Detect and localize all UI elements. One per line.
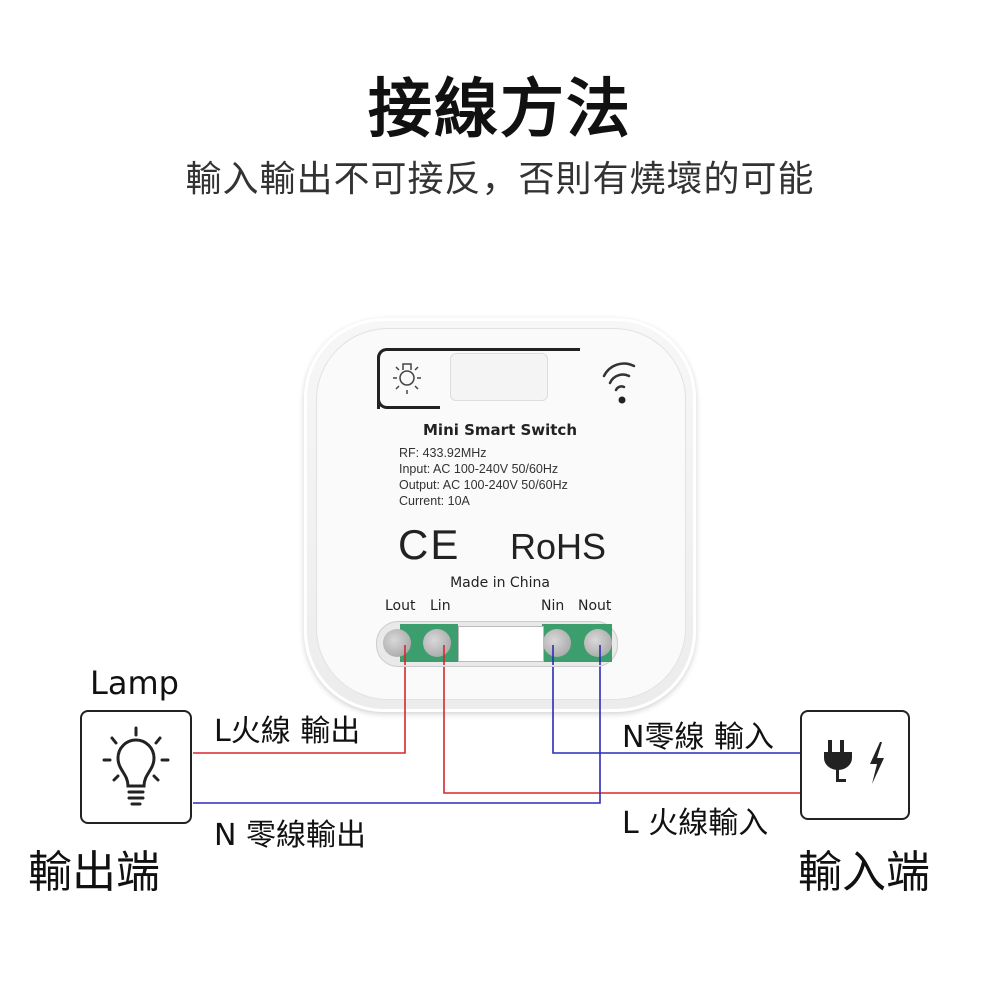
spec-output: Output: AC 100-240V 50/60Hz <box>399 478 568 492</box>
wire-n-out <box>193 650 601 804</box>
n-out-label: N 零線輸出 <box>214 818 366 853</box>
l-out-label: L火線 輸出 <box>214 714 361 749</box>
button-frame-left <box>377 348 440 409</box>
power-input-box <box>800 710 910 820</box>
rohs-mark: RoHS <box>510 526 607 567</box>
n-in-label: N零線 輸入 <box>622 720 774 755</box>
ce-mark: CE <box>398 521 461 568</box>
spec-input: Input: AC 100-240V 50/60Hz <box>399 462 559 476</box>
lamp-label: Lamp <box>90 664 179 702</box>
warning-subtitle: 輸入輸出不可接反，否則有燒壞的可能 <box>185 159 815 200</box>
output-end-label: 輸出端 <box>28 847 160 898</box>
lightning-icon <box>870 742 884 784</box>
input-end-label: 輸入端 <box>798 847 930 898</box>
terminal-bridge <box>458 626 544 662</box>
origin-text: Made in China <box>450 575 550 591</box>
terminal-label-nin: Nin <box>541 598 565 614</box>
lamp-box <box>80 710 192 824</box>
button-window <box>450 353 548 401</box>
power-plug-icon <box>824 740 884 784</box>
wire-l-out <box>193 650 406 754</box>
screw-lout <box>383 629 411 657</box>
device-name: Mini Smart Switch <box>423 421 577 439</box>
wireless-signal-icon <box>602 362 636 404</box>
spec-rf: RF: 433.92MHz <box>399 446 487 460</box>
screw-nout <box>584 629 612 657</box>
device-bulb-icon <box>393 363 421 394</box>
l-in-label: L 火線輸入 <box>622 806 769 841</box>
wire-l-in <box>443 650 800 794</box>
screw-nin <box>543 629 571 657</box>
terminal-label-lin: Lin <box>430 598 451 614</box>
terminal-label-nout: Nout <box>578 598 612 614</box>
page-title: 接線方法 <box>368 73 632 147</box>
terminal-label-lout: Lout <box>385 598 416 614</box>
light-bulb-icon <box>102 726 170 806</box>
wire-n-in <box>552 650 800 754</box>
spec-current: Current: 10A <box>399 494 470 508</box>
screw-lin <box>423 629 451 657</box>
